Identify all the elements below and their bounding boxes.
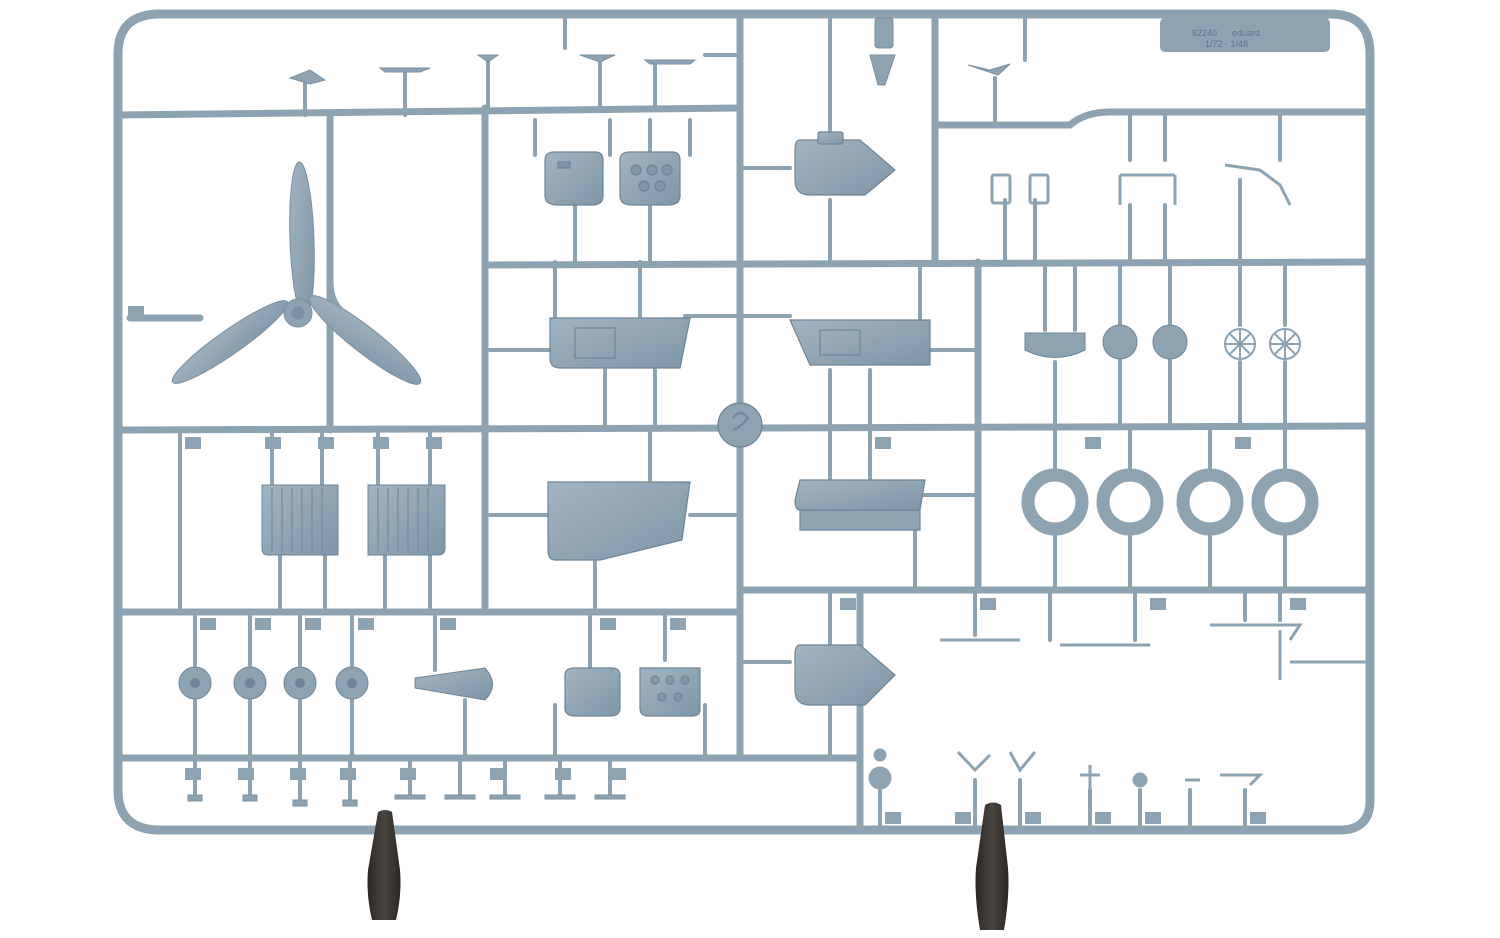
part-number-tab (1085, 437, 1101, 449)
propeller (171, 161, 422, 385)
part-number-tab (1025, 812, 1041, 824)
cockpit-sidewalls (549, 317, 931, 369)
part-number-tab (340, 768, 356, 780)
small-parts-bottom (187, 794, 626, 807)
part-number-tab (255, 618, 271, 630)
armor-plate-top (794, 131, 896, 196)
part-number-label: 28 (202, 622, 210, 629)
part-number-label: 21 (267, 441, 275, 448)
part-number-tab (318, 437, 334, 449)
part-number-tab (1290, 598, 1306, 610)
part-number-tab (840, 598, 856, 610)
cockpit-floors (547, 479, 926, 561)
part-number-label: 23 (375, 441, 383, 448)
part-number-tab (885, 812, 901, 824)
outer-frame (113, 9, 1375, 835)
armor-plate-lower (794, 644, 896, 706)
scale-text: 1/72 · 1/48 (1205, 39, 1248, 49)
wheel-hubs (178, 666, 369, 700)
part-number-tab (305, 618, 321, 630)
part-number-label: 29 (257, 622, 265, 629)
part-number-label: 26 (1087, 441, 1095, 448)
small-parts-lower-right (868, 623, 1370, 790)
part-number-tab (358, 618, 374, 630)
part-number-label: 51 (1147, 816, 1155, 823)
part-number-label: 37 (1152, 602, 1160, 609)
brand-text: eduard (1232, 28, 1260, 38)
part-number-label: 25 (877, 441, 885, 448)
part-number-label: 42 (342, 772, 350, 779)
part-number-label: 34 (672, 622, 680, 629)
part-number-tab (265, 437, 281, 449)
part-number-label: 36 (982, 602, 990, 609)
part-number-label: 41 (292, 772, 300, 779)
runners (114, 10, 1374, 834)
part-number-tab (185, 768, 201, 780)
part-number-label: 40 (240, 772, 248, 779)
part-number-tab (1095, 812, 1111, 824)
part-number-tab (238, 768, 254, 780)
part-number-tab (128, 306, 144, 318)
part-number-label: 39 (187, 772, 195, 779)
spinner-piece (414, 667, 493, 701)
part-number-label: 35 (842, 602, 850, 609)
part-number-tab (1250, 812, 1266, 824)
stand-clips (367, 802, 1009, 930)
part-number-label: 38 (1292, 602, 1300, 609)
part-number-label: 50 (1097, 816, 1105, 823)
part-number-tab (1235, 437, 1251, 449)
part-number-label: 24 (428, 441, 436, 448)
part-number-tab (670, 618, 686, 630)
part-number-tab (490, 768, 506, 780)
part-number-label: 45 (557, 772, 565, 779)
radiator-grilles (261, 484, 446, 556)
part-number-tab (373, 437, 389, 449)
part-number-tab (400, 768, 416, 780)
tires (1021, 468, 1319, 536)
part-number-label: 44 (492, 772, 500, 779)
part-number-label: 32 (442, 622, 450, 629)
part-number-tab (1150, 598, 1166, 610)
part-number-tab (185, 437, 201, 449)
part-number-tab (440, 618, 456, 630)
small-parts-top (288, 17, 1011, 86)
part-number-tab (426, 437, 442, 449)
part-number-tab (955, 812, 971, 824)
part-number-label: 27 (1237, 441, 1245, 448)
part-number-tab (980, 598, 996, 610)
part-number-tab (600, 618, 616, 630)
instrument-panel-upper (544, 151, 681, 206)
part-number-label: 30 (307, 622, 315, 629)
part-number-label: 43 (402, 772, 410, 779)
part-number-tab (875, 437, 891, 449)
part-number-label: 31 (360, 622, 368, 629)
part-number-label: 20 (187, 441, 195, 448)
seat-frames (990, 163, 1292, 206)
part-number-label: 46 (612, 772, 620, 779)
part-number-label: 47 (887, 816, 895, 823)
part-number-label: 52 (1252, 816, 1260, 823)
instrument-panel-lower (564, 667, 701, 717)
kit-number-text: 82240 (1192, 28, 1217, 38)
part-number-label: 49 (1027, 816, 1035, 823)
part-number-tab (610, 768, 626, 780)
kit-code-plate: 82240 eduard 1/72 · 1/48 (1160, 18, 1330, 52)
part-number-tab (1145, 812, 1161, 824)
part-number-tabs: 17 20 21 22 23 24 25 26 27 28 29 30 31 32 33 34 35 36 37 38… (128, 306, 1306, 824)
part-number-tab (290, 768, 306, 780)
center-logo-disc (717, 402, 763, 448)
round-parts-middle (1024, 324, 1301, 360)
part-number-tab (200, 618, 216, 630)
part-number-label: 48 (957, 816, 965, 823)
part-number-label: 22 (320, 441, 328, 448)
part-number-label: 33 (602, 622, 610, 629)
part-number-label: 17 (130, 310, 138, 317)
part-number-tab (555, 768, 571, 780)
